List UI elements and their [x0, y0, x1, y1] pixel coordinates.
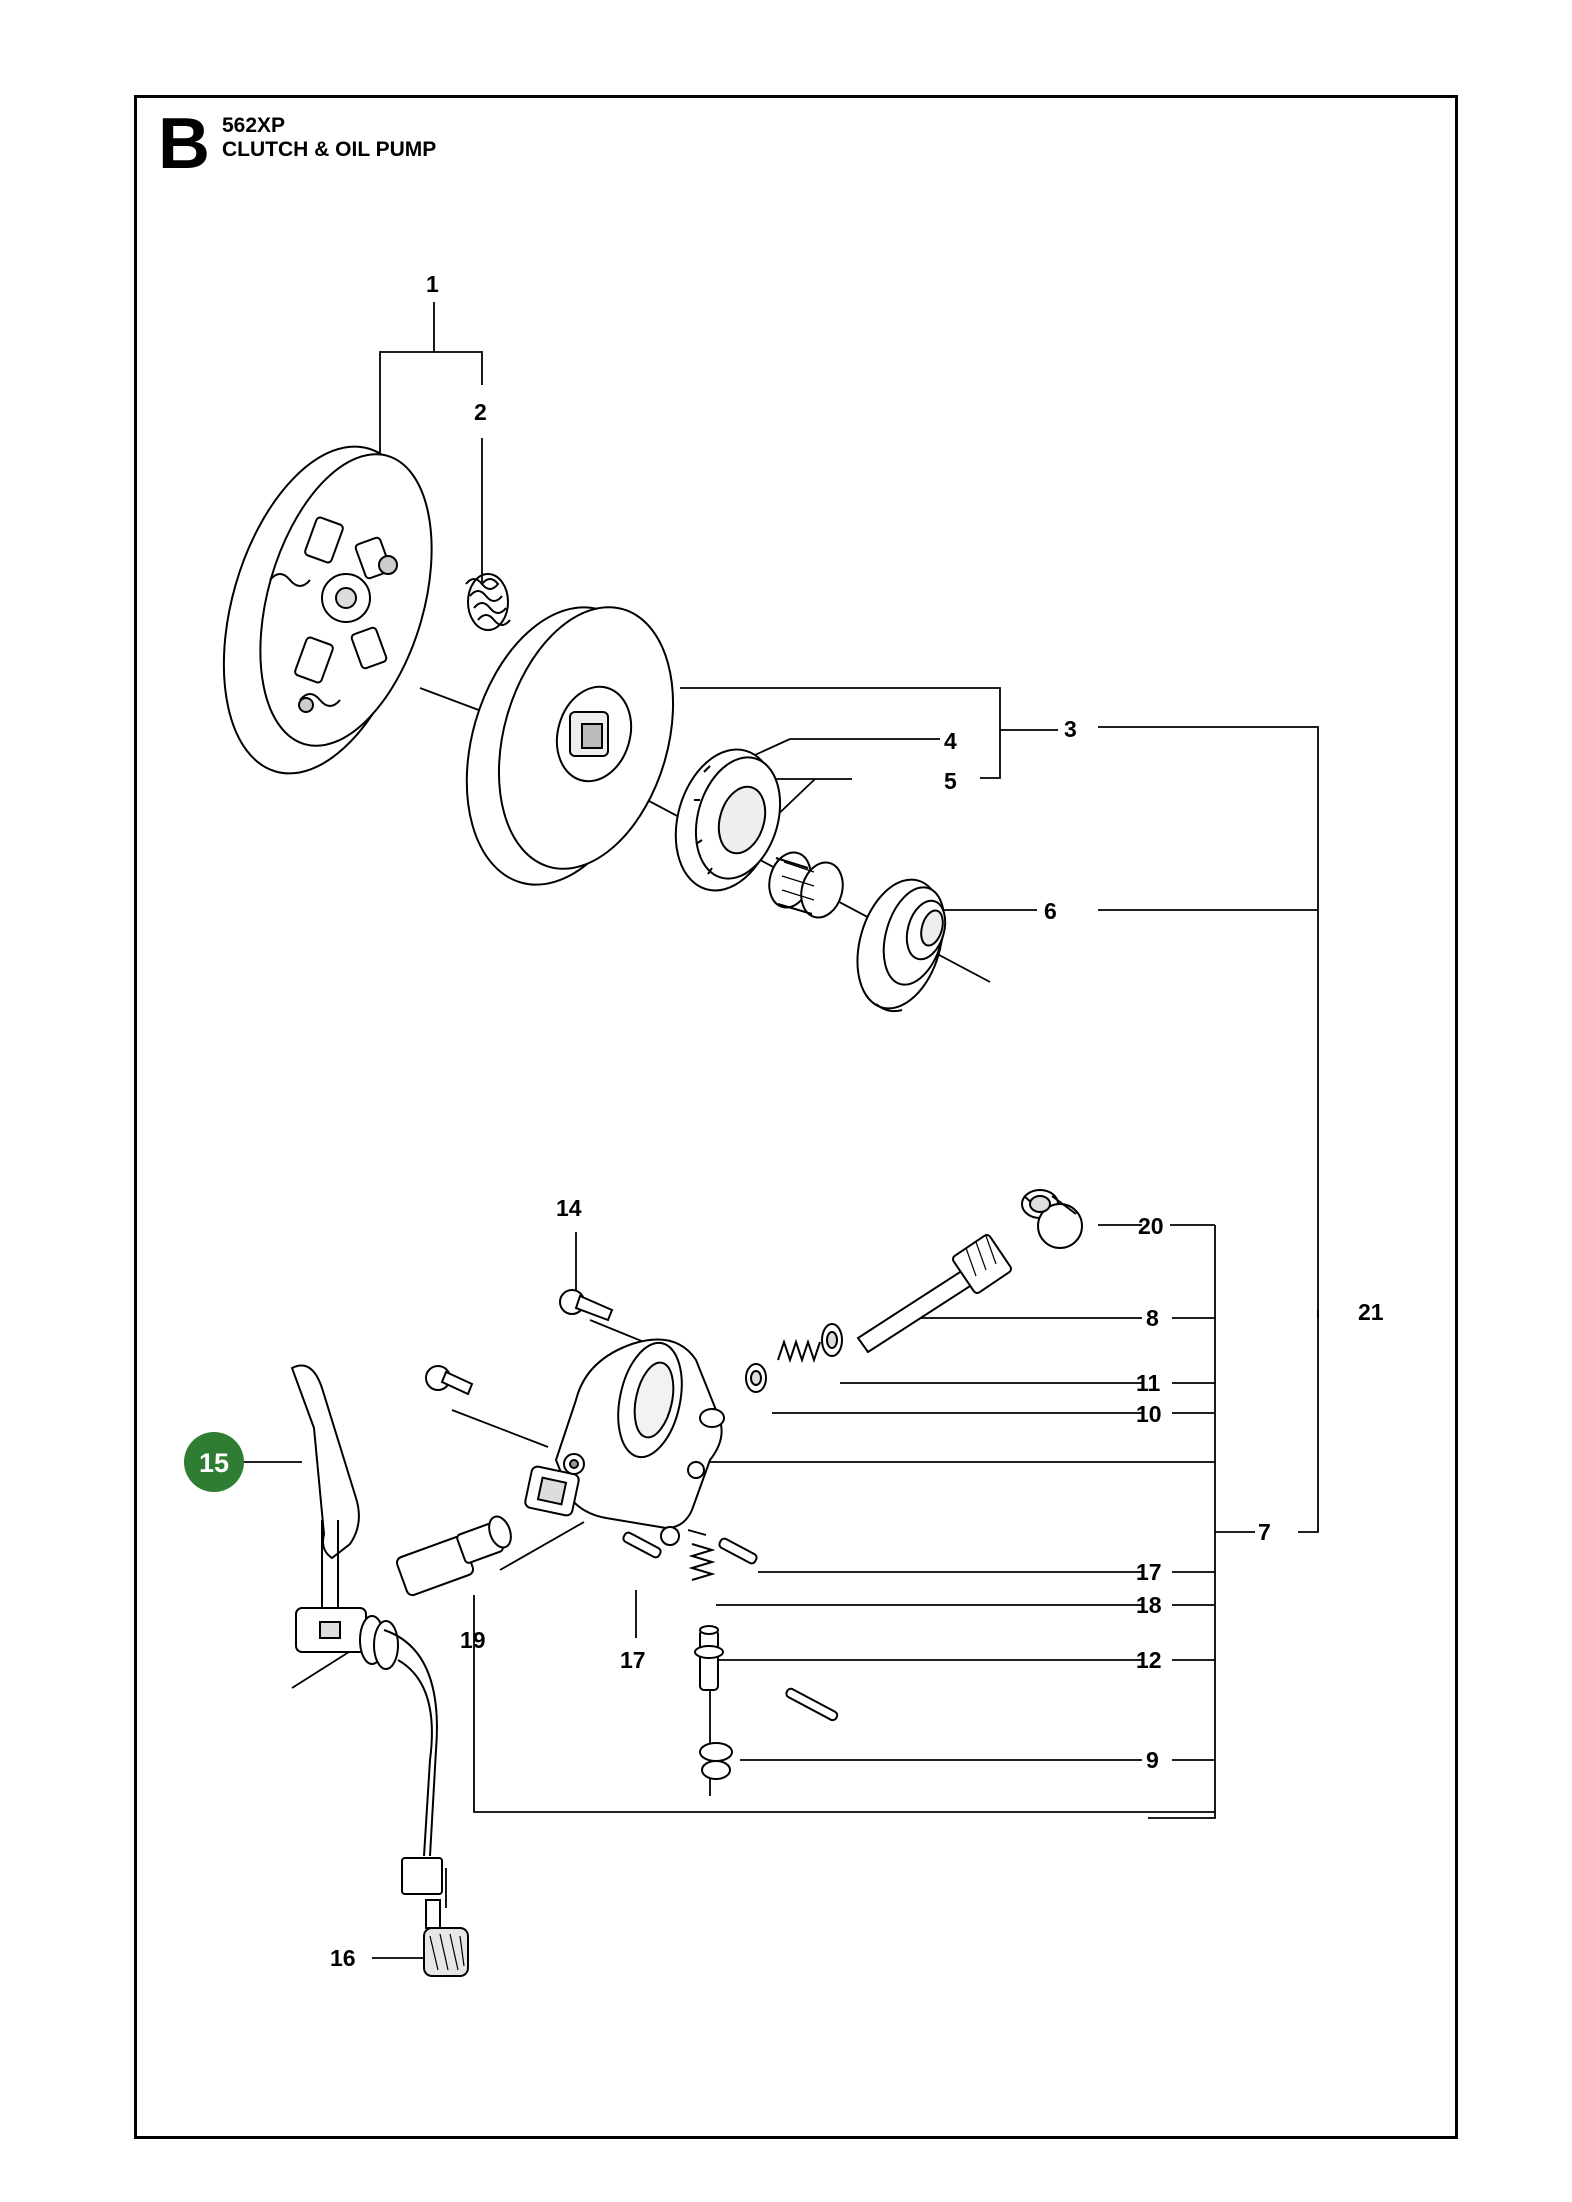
- model-code: 562XP: [222, 114, 286, 137]
- callout-7: 7: [1258, 1519, 1271, 1545]
- pump-spring-washers: [745, 1323, 843, 1393]
- pins-and-plunger: [622, 1531, 839, 1780]
- section-letter: B: [158, 104, 210, 184]
- callout-9: 9: [1146, 1747, 1159, 1773]
- callout-12: 12: [1136, 1647, 1162, 1673]
- needle-bearing: [768, 851, 844, 919]
- callout-2: 2: [474, 399, 487, 425]
- leader-lines: [238, 302, 1319, 1959]
- callout-10: 10: [1136, 1401, 1162, 1427]
- callout-8: 8: [1146, 1305, 1159, 1331]
- callout-18: 18: [1136, 1592, 1162, 1618]
- callout-15: 15: [199, 1448, 229, 1478]
- page-frame: [134, 95, 1458, 2139]
- clutch-spring: [465, 573, 511, 631]
- drive-washer: [856, 878, 947, 1013]
- clutch-assembly: [222, 445, 433, 775]
- callout-14: 14: [556, 1195, 582, 1221]
- callout-1: 1: [426, 271, 439, 297]
- callout-labels: 1 2 3 4 5 6 7 8 9 10 11 12 14 16 17 17 1…: [330, 271, 1384, 1971]
- rim-sprocket: [674, 748, 782, 892]
- callout-17-left: 17: [620, 1647, 646, 1673]
- callout-21: 21: [1358, 1299, 1384, 1325]
- clutch-drum: [465, 606, 675, 886]
- callout-15-highlighted: 15: [184, 1432, 244, 1492]
- callout-11: 11: [1136, 1370, 1161, 1396]
- callout-3: 3: [1064, 716, 1077, 742]
- callout-6: 6: [1044, 898, 1057, 924]
- callout-4: 4: [944, 728, 957, 754]
- section-title: CLUTCH & OIL PUMP: [222, 138, 437, 161]
- callout-5: 5: [944, 768, 957, 794]
- highlight-badge: [184, 1432, 244, 1492]
- bushing: [1021, 1189, 1083, 1249]
- oil-hose-assembly: [290, 1364, 512, 1977]
- callout-17-right: 17: [1136, 1559, 1162, 1585]
- oil-pump-housing: [524, 1338, 725, 1546]
- callout-16: 16: [330, 1945, 356, 1971]
- screws: [425, 1289, 614, 1396]
- worm-gear-shaft: [856, 1234, 1012, 1354]
- callout-19: 19: [460, 1627, 486, 1653]
- callout-20: 20: [1138, 1213, 1164, 1239]
